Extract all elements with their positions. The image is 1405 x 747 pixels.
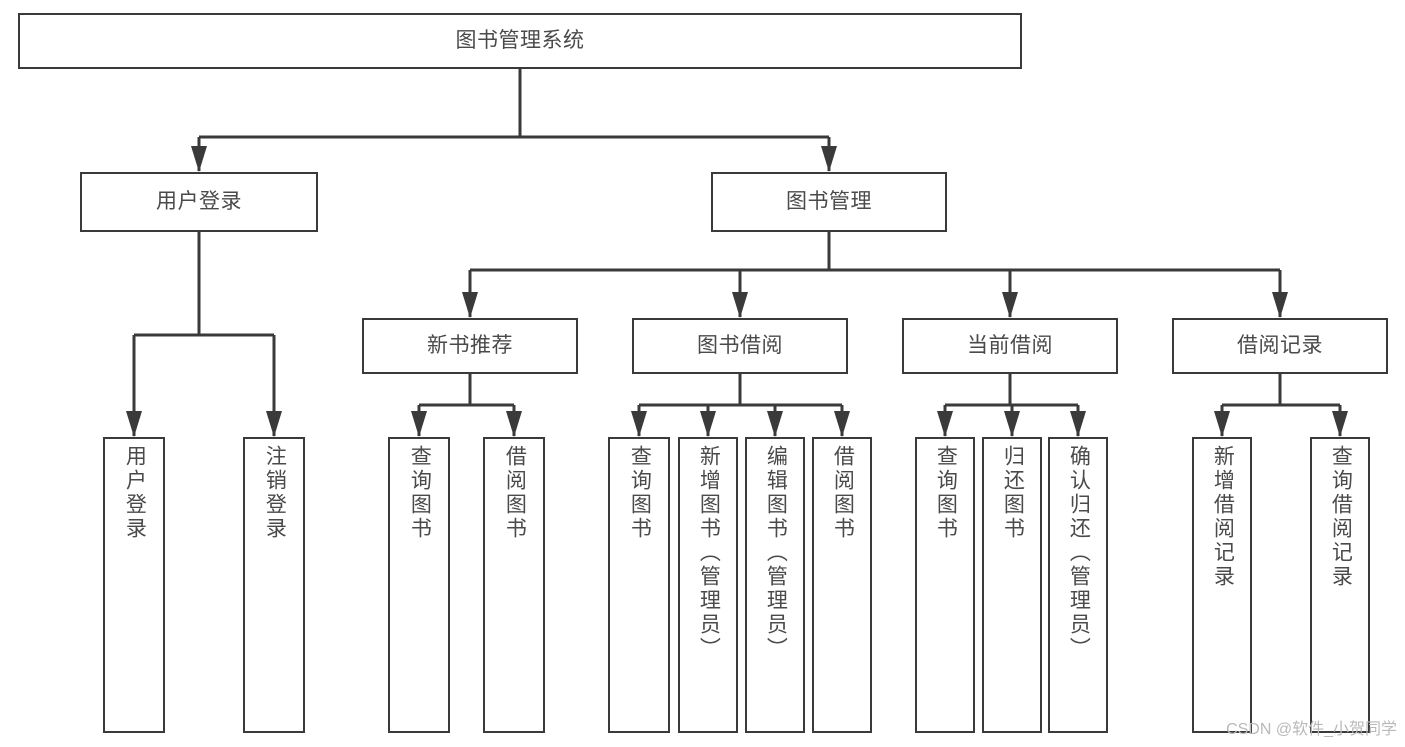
node-label: 借阅图书 xyxy=(831,445,855,541)
arrow-head xyxy=(1004,411,1020,437)
node-level1-user-login: 用户登录 xyxy=(80,172,318,232)
node-level2-borrow-record: 借阅记录 xyxy=(1172,318,1388,374)
node-label: 当前借阅 xyxy=(967,334,1053,358)
arrow-head xyxy=(411,411,427,437)
arrow-head xyxy=(1070,411,1086,437)
node-label: 图书管理系统 xyxy=(455,29,585,53)
watermark-text: CSDN @软件_小贺同学 xyxy=(1226,721,1397,738)
node-leaf-leaf-user-login: 用户登录 xyxy=(103,437,165,733)
arrow-head xyxy=(700,411,716,437)
node-label: 借阅记录 xyxy=(1237,334,1323,358)
arrow-head xyxy=(732,292,748,318)
arrow-head xyxy=(266,411,282,437)
node-leaf-leaf-query-book-2: 查询图书 xyxy=(608,437,670,733)
node-leaf-leaf-return-book: 归还图书 xyxy=(982,437,1042,733)
node-label: 用户登录 xyxy=(156,190,242,214)
node-label: 新书推荐 xyxy=(427,334,513,358)
node-label: 查询图书 xyxy=(934,445,958,541)
arrow-head xyxy=(767,411,783,437)
node-label: 查询图书 xyxy=(628,445,652,541)
node-leaf-leaf-borrow-book-2: 借阅图书 xyxy=(812,437,872,733)
node-leaf-leaf-edit-book: 编辑图书（管理员） xyxy=(745,437,805,733)
node-label: 用户登录 xyxy=(123,445,147,541)
node-level2-new-book-rec: 新书推荐 xyxy=(362,318,578,374)
node-level2-book-borrow: 图书借阅 xyxy=(632,318,848,374)
node-label: 新增借阅记录 xyxy=(1211,445,1235,589)
arrow-head xyxy=(1002,292,1018,318)
node-label: 图书管理 xyxy=(786,190,872,214)
arrow-head xyxy=(937,411,953,437)
node-label: 编辑图书（管理员） xyxy=(764,445,788,661)
node-leaf-leaf-add-book: 新增图书（管理员） xyxy=(678,437,738,733)
arrow-head xyxy=(1332,411,1348,437)
arrow-head xyxy=(834,411,850,437)
node-label: 查询图书 xyxy=(408,445,432,541)
node-label: 注销登录 xyxy=(263,445,287,541)
node-leaf-leaf-confirm-return: 确认归还（管理员） xyxy=(1048,437,1108,733)
node-level1-book-manage: 图书管理 xyxy=(711,172,947,232)
node-label: 归还图书 xyxy=(1001,445,1025,541)
node-level2-current-borrow: 当前借阅 xyxy=(902,318,1118,374)
arrow-head xyxy=(462,292,478,318)
arrow-head xyxy=(1214,411,1230,437)
arrow-head xyxy=(126,411,142,437)
arrow-head xyxy=(631,411,647,437)
node-leaf-leaf-query-book-3: 查询图书 xyxy=(915,437,975,733)
node-leaf-leaf-logout: 注销登录 xyxy=(243,437,305,733)
node-leaf-leaf-borrow-book-1: 借阅图书 xyxy=(483,437,545,733)
arrow-head xyxy=(1272,292,1288,318)
node-label: 新增图书（管理员） xyxy=(697,445,721,661)
node-root-title: 图书管理系统 xyxy=(18,13,1022,69)
node-label: 图书借阅 xyxy=(697,334,783,358)
node-leaf-leaf-add-record: 新增借阅记录 xyxy=(1192,437,1252,733)
node-label: 借阅图书 xyxy=(503,445,527,541)
node-leaf-leaf-query-book-1: 查询图书 xyxy=(388,437,450,733)
arrow-head xyxy=(821,146,837,172)
arrow-head xyxy=(506,411,522,437)
node-leaf-leaf-query-record: 查询借阅记录 xyxy=(1310,437,1370,733)
node-label: 查询借阅记录 xyxy=(1329,445,1353,589)
arrow-head xyxy=(191,146,207,172)
node-label: 确认归还（管理员） xyxy=(1067,445,1091,661)
